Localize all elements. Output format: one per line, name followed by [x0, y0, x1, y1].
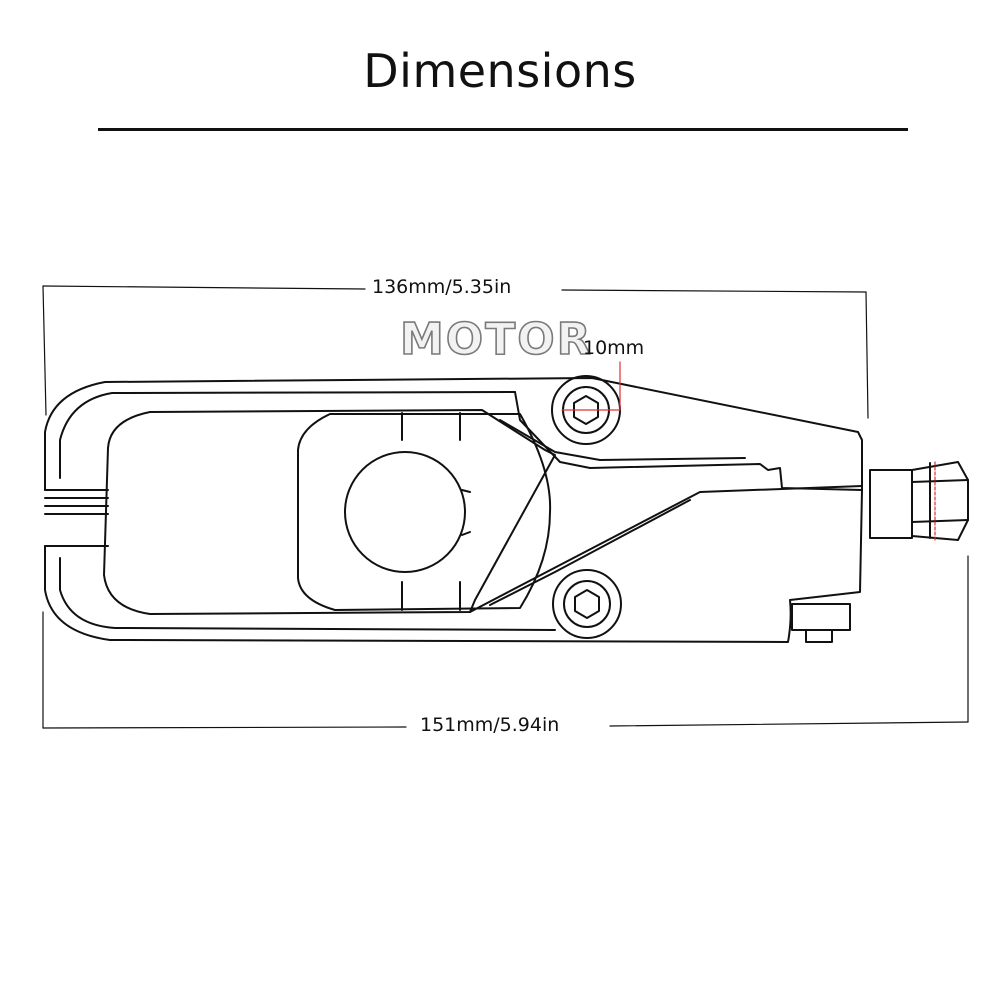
- lower-bolt-washer: [563, 580, 611, 628]
- screw-nut-face-3: [911, 519, 969, 523]
- screw-shaft: [869, 469, 913, 539]
- lower-arm: [469, 485, 863, 613]
- inner-window: [103, 409, 556, 615]
- bolt-measure: [561, 361, 936, 541]
- page-title: Dimensions: [363, 44, 637, 98]
- overall-length-label: 136mm/5.35in: [372, 276, 512, 298]
- screw-nut-face-2: [911, 479, 969, 483]
- dim-top-line-left: [42, 285, 366, 290]
- lower-arm-inner: [489, 499, 691, 606]
- brand-watermark: MOTOR: [399, 314, 593, 365]
- lock-nut-stem: [805, 629, 833, 643]
- dim-left-extension-top: [42, 285, 47, 416]
- title-divider: [98, 128, 908, 131]
- lock-nut-body: [791, 603, 851, 631]
- upper-arm: [514, 391, 863, 491]
- axle-flat-2: [461, 531, 471, 536]
- bolt-size-label: 10mm: [583, 337, 645, 359]
- dim-bottom-line-right: [609, 721, 969, 727]
- lower-bolt: [552, 569, 622, 639]
- body-bottom-inner-ridge: [59, 557, 556, 631]
- dimension-lines: [42, 285, 969, 729]
- dim-bottom-line-left: [42, 726, 407, 729]
- axle-hole: [344, 451, 466, 573]
- body-outer-upper: [44, 377, 863, 491]
- adjuster-screw: [869, 461, 969, 541]
- adjuster-body: [44, 377, 863, 643]
- upper-bolt-hex-socket: [573, 395, 599, 425]
- body-top-inner-ridge: [59, 391, 516, 479]
- upper-arm-inner: [499, 419, 746, 461]
- lower-bolt-head: [552, 569, 622, 639]
- lower-bolt-hex-socket: [574, 589, 600, 619]
- total-length-label: 151mm/5.94in: [420, 714, 560, 736]
- screw-nut: [911, 461, 969, 541]
- lower-lock-nut: [791, 603, 851, 643]
- axle-block: [297, 413, 552, 611]
- body-outer-lower: [44, 489, 863, 643]
- dim-right-extension-top: [865, 291, 869, 419]
- axle-flat-1: [461, 489, 471, 493]
- dim-top-line-right: [561, 289, 867, 293]
